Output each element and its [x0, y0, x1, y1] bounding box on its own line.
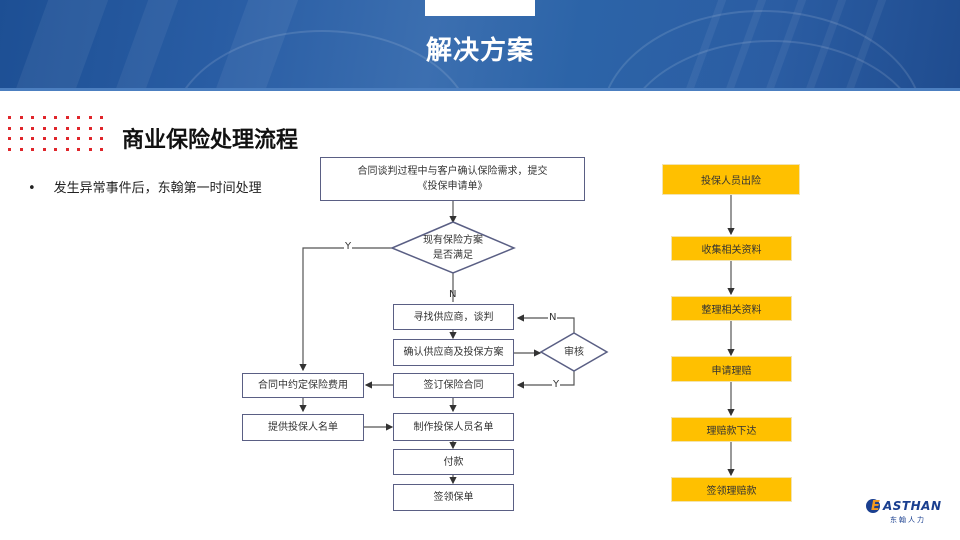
decorative-dot: [65, 137, 69, 140]
decorative-dot: [8, 137, 11, 140]
claim-step: 理赔款下达: [671, 417, 792, 442]
decorative-dot: [88, 147, 92, 151]
decorative-dot: [8, 147, 11, 151]
decorative-dots: [8, 116, 108, 156]
claim-step: 投保人员出险: [662, 164, 800, 195]
step-receive-policy: 签领保单: [393, 484, 514, 511]
review-no-label: N: [548, 312, 558, 323]
review-yes-label: Y: [552, 379, 561, 390]
decorative-dot: [19, 126, 23, 130]
decision1-line1: 现有保险方案: [423, 235, 483, 246]
logo-e: E: [871, 499, 880, 514]
claim-step: 收集相关资料: [671, 236, 792, 261]
title-tab: [425, 0, 535, 16]
claim-step: 申请理赔: [671, 356, 792, 382]
decorative-dot: [19, 147, 23, 151]
banner-divider: [0, 88, 960, 91]
decorative-dot: [88, 126, 92, 130]
step-provide-list: 提供投保人名单: [242, 414, 364, 441]
step-sign-contract: 签订保险合同: [393, 373, 514, 398]
company-logo: E ASTHAN 东翰人力: [866, 497, 946, 525]
decorative-dot: [65, 147, 69, 151]
step-start-line1: 合同谈判过程中与客户确认保险需求，提交: [357, 166, 548, 177]
page-title: 解决方案: [425, 36, 534, 66]
claim-step: 整理相关资料: [671, 296, 792, 321]
step-start-line2: 《投保申请单》: [417, 181, 488, 192]
decorative-dot: [100, 126, 103, 130]
logo-text: ASTHAN: [883, 499, 942, 513]
decorative-dot: [88, 137, 92, 140]
decorative-dot: [31, 116, 34, 119]
review-diamond: [539, 332, 609, 372]
review-text: 审核: [564, 347, 584, 358]
step-pay: 付款: [393, 449, 514, 475]
decorative-dot: [77, 116, 80, 119]
logo-circle-icon: [866, 499, 880, 513]
bullet-text: 发生异常事件后，东翰第一时间处理: [53, 181, 262, 196]
decision1-no-label: N: [449, 289, 457, 300]
step-agree-fee: 合同中约定保险费用: [242, 373, 364, 398]
bullet-item: •发生异常事件后，东翰第一时间处理: [28, 181, 262, 196]
arrow-review-no: [516, 314, 575, 333]
decorative-dot: [88, 116, 92, 119]
decorative-dot: [77, 137, 80, 140]
decorative-dot: [8, 116, 11, 119]
decorative-dot: [100, 116, 103, 119]
decorative-dot: [54, 116, 57, 119]
decorative-dot: [31, 137, 34, 140]
step-start: 合同谈判过程中与客户确认保险需求，提交《投保申请单》: [320, 157, 585, 201]
decision-diamond: [390, 221, 516, 274]
arrow-decision-yes: [299, 247, 393, 372]
decision1-line2: 是否满足: [433, 250, 473, 261]
step-confirm-supplier: 确认供应商及投保方案: [393, 339, 514, 366]
decorative-dot: [65, 126, 69, 130]
decorative-dot: [77, 126, 80, 130]
decorative-dot: [42, 116, 46, 119]
decorative-dot: [42, 147, 46, 151]
decorative-dot: [54, 126, 57, 130]
decorative-dot: [42, 137, 46, 140]
decision1-text: 现有保险方案 是否满足: [403, 233, 503, 263]
step-make-list: 制作投保人员名单: [393, 413, 514, 441]
decorative-dot: [42, 126, 46, 130]
logo-cn-text: 东翰人力: [890, 516, 926, 524]
decorative-dot: [19, 116, 23, 119]
decorative-dot: [19, 137, 23, 140]
decorative-dot: [77, 147, 80, 151]
decorative-dot: [54, 147, 57, 151]
decision1-yes-label: Y: [344, 241, 353, 252]
step-find-supplier: 寻找供应商，谈判: [393, 304, 514, 330]
decorative-dot: [31, 126, 34, 130]
decorative-dot: [31, 147, 34, 151]
decorative-dot: [100, 147, 103, 151]
decorative-dot: [54, 137, 57, 140]
section-title: 商业保险处理流程: [122, 128, 299, 153]
decorative-dot: [65, 116, 69, 119]
decorative-dot: [100, 137, 103, 140]
claim-step: 签领理赔款: [671, 477, 792, 502]
arrow-review-yes: [516, 371, 575, 389]
decorative-dot: [8, 126, 11, 130]
